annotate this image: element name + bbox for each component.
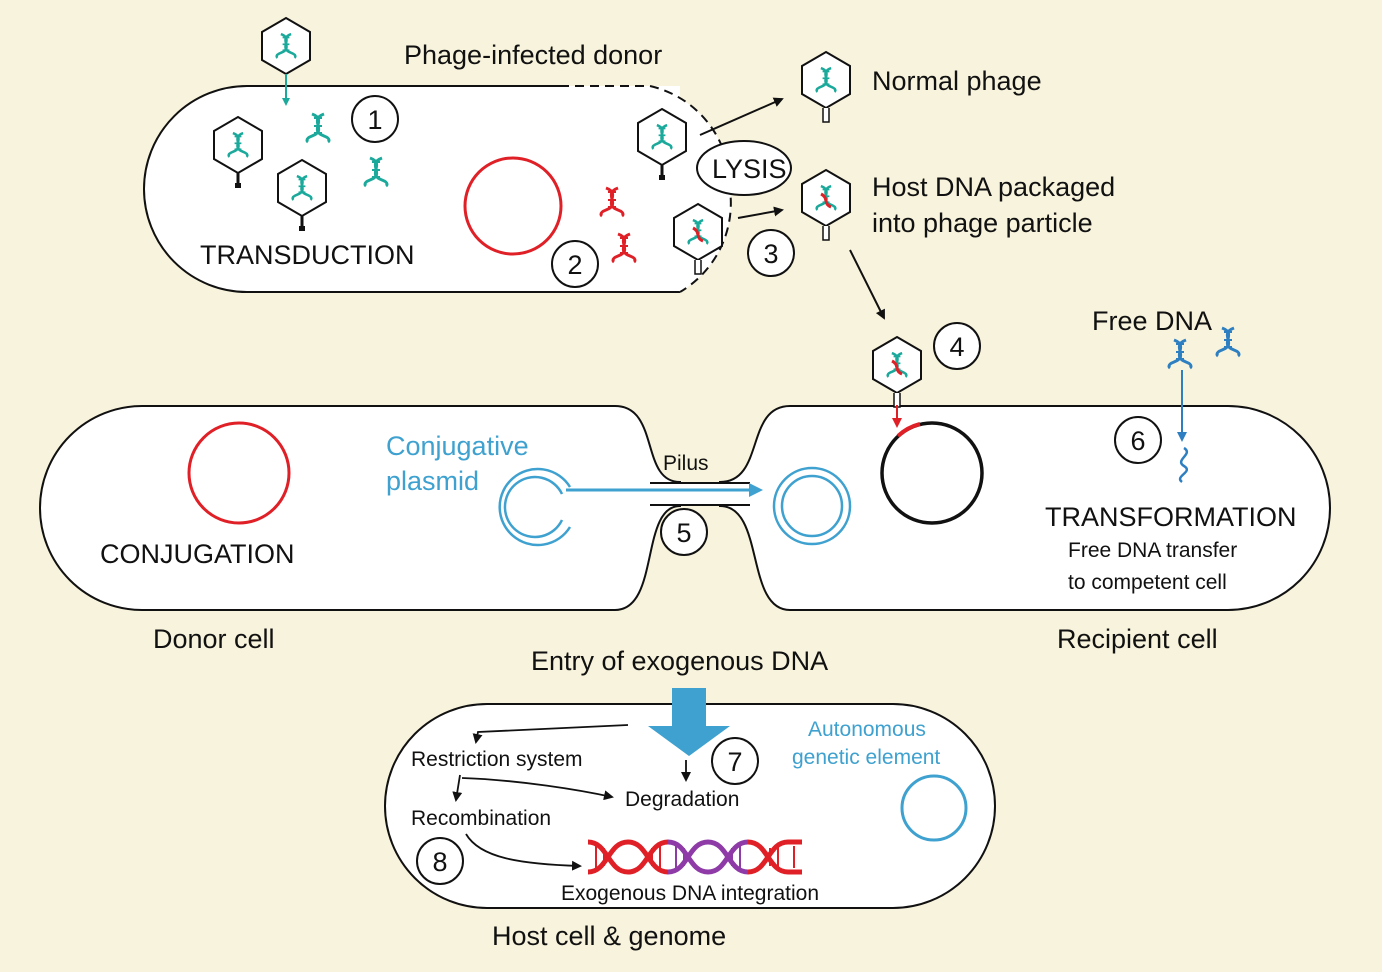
arrow-icon [737, 206, 784, 219]
normal-phage-label: Normal phage [872, 66, 1042, 96]
step-marker-2: 2 [551, 240, 599, 288]
autonomous-element-circle [900, 774, 968, 842]
donor-cell [39, 405, 681, 611]
autonomous-label-1: Autonomous [808, 718, 926, 741]
lysis-label: LYSIS [712, 154, 787, 184]
integrated-dna-helix-icon [587, 839, 802, 875]
arrow-icon [452, 774, 463, 802]
lysis-oval [696, 140, 792, 196]
phage-icon [261, 16, 311, 76]
free-dna-helix-icon [1215, 326, 1241, 358]
entry-exogenous-dna-label: Entry of exogenous DNA [531, 646, 828, 676]
conjugative-plasmid-label-2: plasmid [386, 466, 479, 496]
degradation-label: Degradation [625, 788, 739, 811]
conjugation-label: CONJUGATION [100, 539, 295, 569]
arrow-icon [472, 724, 629, 744]
single-strand-dna-icon [1178, 446, 1189, 483]
recipient-cell-label: Recipient cell [1057, 624, 1218, 654]
svg-text:4: 4 [949, 332, 964, 362]
recombination-label: Recombination [411, 807, 551, 830]
pilus-bridge [678, 483, 722, 505]
conjugative-plasmid-icon [498, 467, 572, 547]
svg-text:6: 6 [1130, 426, 1145, 456]
step-marker-5: 5 [660, 508, 708, 556]
arrow-icon [699, 97, 784, 136]
transferred-plasmid-icon [772, 466, 852, 546]
free-dna-transfer-label-1: Free DNA transfer [1068, 539, 1237, 562]
svg-text:7: 7 [727, 747, 742, 777]
host-cell [384, 703, 996, 909]
step-marker-1: 1 [351, 95, 399, 143]
host-dna-packaged-label-2: into phage particle [872, 208, 1093, 238]
arrow-icon [465, 833, 582, 871]
donor-cell-label: Donor cell [153, 624, 275, 654]
entry-arrow-icon [648, 688, 730, 756]
restriction-system-label: Restriction system [411, 748, 583, 771]
host-chromosome-circle [463, 156, 563, 256]
host-cell-genome-label: Host cell & genome [492, 921, 726, 951]
pilus-label: Pilus [663, 452, 709, 475]
svg-text:3: 3 [763, 239, 778, 269]
arrow-icon [849, 249, 885, 320]
svg-text:5: 5 [676, 518, 691, 548]
recipient-cell [719, 405, 1331, 611]
phage-infected-donor-label: Phage-infected donor [404, 40, 662, 70]
free-dna-helix-icon [1167, 338, 1193, 370]
transducing-phage-icon [802, 170, 850, 240]
autonomous-label-2: genetic element [792, 746, 940, 769]
step-marker-4: 4 [933, 322, 981, 370]
svg-text:2: 2 [567, 250, 582, 280]
step-marker-7: 7 [711, 737, 759, 785]
step-marker-6: 6 [1114, 416, 1162, 464]
arrow-icon [461, 777, 614, 801]
svg-text:8: 8 [432, 847, 447, 877]
step-marker-3: 3 [747, 229, 795, 277]
conjugative-plasmid-label-1: Conjugative [386, 431, 529, 461]
free-dna-label: Free DNA [1092, 306, 1212, 336]
normal-phage-icon [802, 52, 850, 122]
svg-text:1: 1 [367, 105, 382, 135]
exogenous-integration-label: Exogenous DNA integration [561, 882, 819, 905]
transformation-label: TRANSFORMATION [1045, 502, 1297, 532]
host-dna-packaged-label-1: Host DNA packaged [872, 172, 1115, 202]
transducing-phage-icon [873, 337, 921, 407]
recipient-chromosome-circle [880, 421, 984, 525]
donor-chromosome-circle [187, 421, 291, 525]
transduction-label: TRANSDUCTION [200, 240, 415, 270]
free-dna-transfer-label-2: to competent cell [1068, 571, 1227, 594]
step-marker-8: 8 [416, 837, 464, 885]
